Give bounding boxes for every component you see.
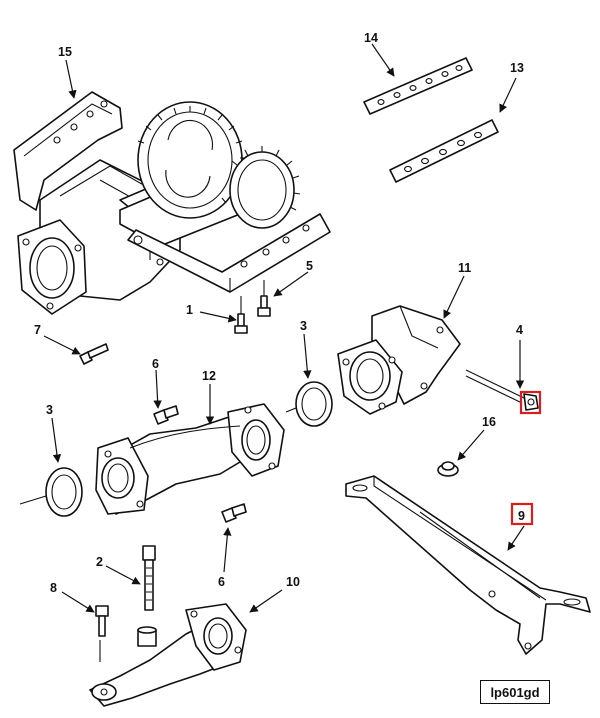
callout-5: 5 [306,259,313,273]
callout-14: 14 [364,31,378,45]
callout-15: 15 [58,45,72,59]
bolt-1 [234,296,248,334]
long-bolt-4 [465,369,542,415]
elbow-manifold-11 [337,305,461,415]
callout-13: 13 [510,61,524,75]
callout-2: 2 [96,555,103,569]
bolt-5 [257,280,271,317]
gasket-strip-14 [363,57,473,115]
callout-1: 1 [186,303,193,317]
callout-6-lower: 6 [218,575,225,589]
highlight-nut-4 [519,390,542,415]
callout-7: 7 [34,323,41,337]
elbow-pipe-10 [89,603,247,707]
gasket-ring-3-right [295,381,333,427]
pump-housing-assembly [13,91,331,315]
callout-6-upper: 6 [152,357,159,371]
bolt-6-lower [221,503,247,523]
callout-9: 9 [518,509,525,523]
callout-11: 11 [458,261,471,275]
gasket-ring-3-left [45,467,83,517]
callout-8: 8 [50,581,57,595]
bolt-7 [79,343,109,365]
callout-3-lower: 3 [46,403,53,417]
figure-id-label: lp601gd [480,680,550,704]
centerline-mid [285,407,297,413]
centerline-left [19,495,47,505]
callout-16: 16 [482,415,496,429]
callout-4: 4 [516,323,523,337]
callout-3-upper: 3 [300,319,307,333]
callout-labels: 15 14 13 11 5 1 3 7 6 12 4 3 16 9 2 8 6 … [34,31,534,595]
bolt-8 [95,605,109,662]
bolt-2 [137,545,157,647]
washer-nut-16 [437,461,459,477]
highlight-callout-9 [510,502,534,526]
exhaust-tube-12 [95,403,285,515]
bolt-6-upper [153,405,179,425]
callout-12: 12 [202,369,216,383]
gasket-strip-13 [389,119,499,183]
support-bracket-9 [345,475,591,655]
callout-10: 10 [286,575,300,589]
callout-leaders [43,43,525,613]
